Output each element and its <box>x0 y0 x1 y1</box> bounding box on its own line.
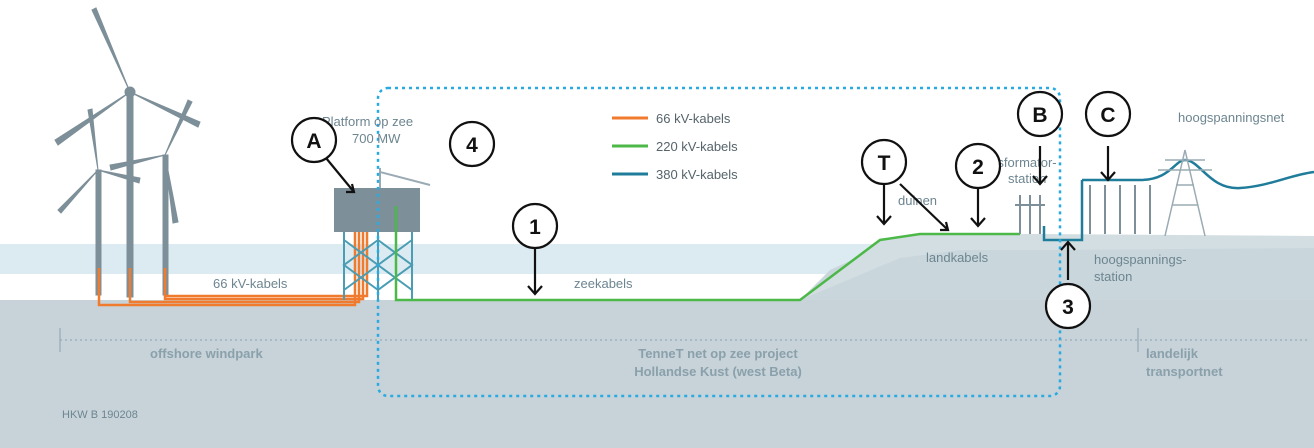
marker-2-label: 2 <box>972 156 984 179</box>
turbine-blade <box>109 154 166 171</box>
high-voltage-station <box>1089 185 1151 234</box>
pylon <box>1158 149 1212 237</box>
marker-B-label: B <box>1032 104 1047 127</box>
marker-3: 3 <box>1044 282 1092 330</box>
annotation-arrows <box>325 146 1116 296</box>
platform-capacity-label: 700 MW <box>352 131 401 146</box>
marker-T: T <box>860 138 908 186</box>
platform-label: Platform op zee <box>322 114 413 129</box>
cable-220kv <box>394 206 1020 302</box>
zone-national-label: landelijk <box>1146 346 1199 361</box>
turbine-blade <box>164 99 193 156</box>
legend-label-220kv: 220 kV-kabels <box>656 139 738 154</box>
zone-axis <box>59 328 1310 352</box>
high-voltage-station-label-2: station <box>1094 269 1132 284</box>
cables-66kv-label: 66 kV-kabels <box>213 276 288 291</box>
turbine-blade <box>97 169 141 184</box>
transformer-station <box>1015 195 1045 234</box>
turbine-blade <box>164 154 179 224</box>
turbine-hub <box>124 86 136 98</box>
legend-label-66kv: 66 kV-kabels <box>656 111 731 126</box>
high-voltage-grid-label: hoogspanningsnet <box>1178 110 1285 125</box>
document-code: HKW B 190208 <box>62 409 138 421</box>
land-cables-label: landkabels <box>926 250 989 265</box>
marker-1-label: 1 <box>529 216 541 239</box>
marker-B: B <box>1016 90 1064 138</box>
turbine-tower-1 <box>126 91 134 298</box>
high-voltage-station-label: hoogspannings- <box>1094 252 1187 267</box>
cable-380kv-link <box>1042 180 1084 242</box>
marker-C-label: C <box>1100 104 1115 127</box>
legend-label-380kv: 380 kV-kabels <box>656 167 738 182</box>
cable-380kv-grid <box>1082 158 1314 190</box>
marker-4: 4 <box>448 120 496 168</box>
marker-4-label: 4 <box>466 134 478 157</box>
zone-tennet-label: TenneT net op zee project <box>638 346 798 361</box>
zone-tennet-label-2: Hollandse Kust (west Beta) <box>634 364 802 379</box>
marker-T-label: T <box>878 152 891 175</box>
turbine-blade <box>91 7 131 93</box>
ground-lower <box>0 300 1314 448</box>
legend: 66 kV-kabels 220 kV-kabels 380 kV-kabels <box>612 111 738 182</box>
marker-A: A <box>290 116 338 164</box>
sea-cables-label: zeekabels <box>574 276 633 291</box>
dune-area <box>800 234 1314 300</box>
zone-offshore-label: offshore windpark <box>150 346 263 361</box>
zone-national-label-2: transportnet <box>1146 364 1223 379</box>
turbine-blade <box>57 169 99 214</box>
marker-1: 1 <box>511 202 559 250</box>
marker-2: 2 <box>954 142 1002 190</box>
marker-3-label: 3 <box>1062 296 1074 319</box>
marker-C: C <box>1084 90 1132 138</box>
marker-A-label: A <box>306 130 321 153</box>
turbine-blade <box>87 108 99 171</box>
project-boundary <box>376 86 1062 398</box>
transformer-station-label-2: station <box>1008 171 1046 186</box>
